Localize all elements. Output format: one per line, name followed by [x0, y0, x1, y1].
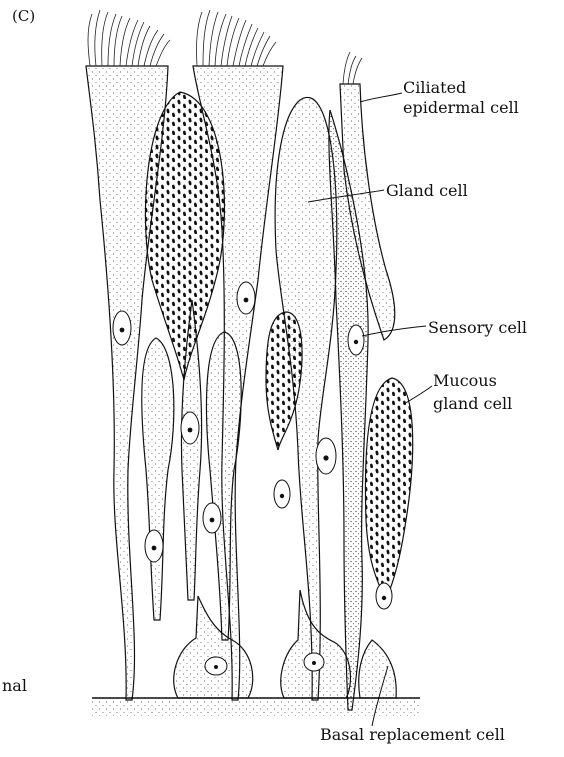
label-basal-replacement-cell: Basal replacement cell: [320, 725, 505, 745]
mucous-gland-cell: [365, 378, 412, 600]
granular-cell-left: [145, 92, 224, 380]
supporting-cell-1: [142, 338, 174, 620]
label-mucous-line1: Mucous: [433, 371, 497, 391]
label-gland-cell: Gland cell: [386, 181, 468, 201]
label-ciliated-line2: epidermal cell: [403, 98, 519, 118]
label-sensory-cell: Sensory cell: [428, 318, 527, 338]
basal-cell-1: [174, 596, 253, 698]
basement-membrane: [92, 698, 420, 716]
label-cut-off-text: nal: [2, 676, 27, 696]
label-mucous-line2: gland cell: [433, 394, 512, 414]
basal-cell-3: [359, 640, 396, 698]
panel-label: (C): [12, 6, 35, 26]
label-ciliated-line1: Ciliated: [403, 78, 466, 98]
